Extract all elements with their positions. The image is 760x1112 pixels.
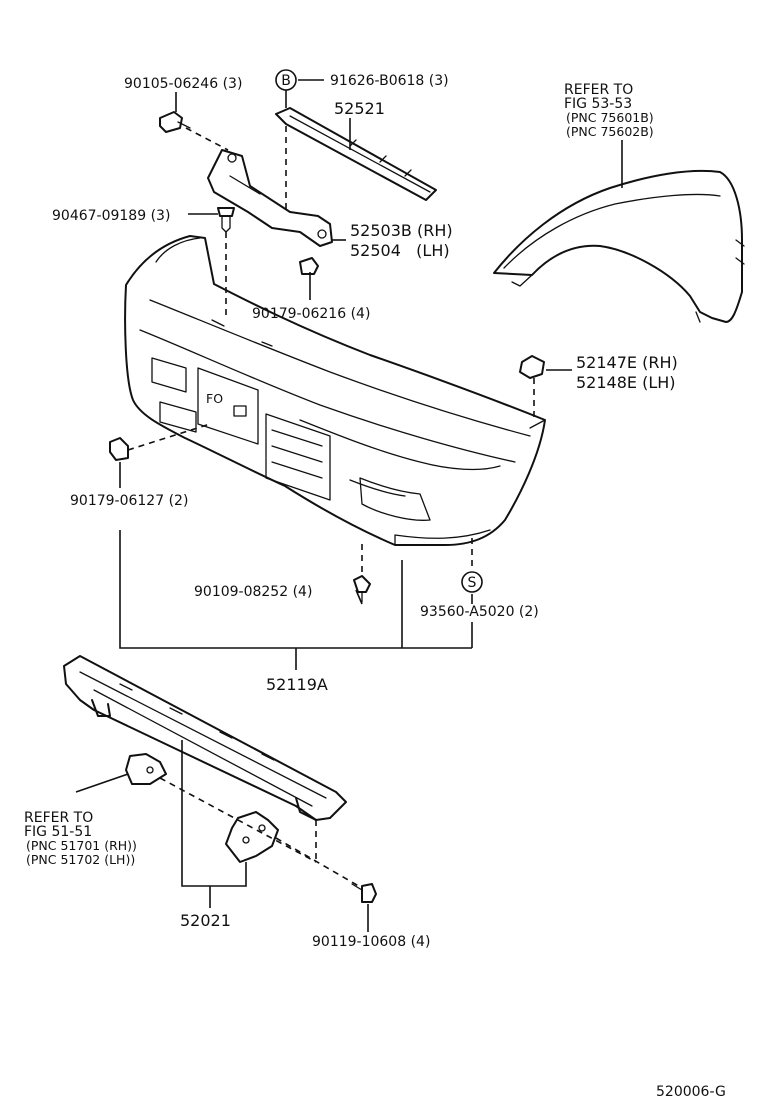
retainer-52147e-icon <box>519 355 545 379</box>
fender-illustration <box>493 169 745 323</box>
fender-reference-note: REFER TO FIG 53-53 (PNC 75601B) (PNC 756… <box>564 82 654 139</box>
nut-90179-06127-icon <box>109 437 129 461</box>
upper-bar-illustration <box>275 107 437 201</box>
fender-ref-line-1: REFER TO <box>564 82 633 98</box>
marker-s-label: S <box>468 575 477 591</box>
stay-ref-line-3: (PNC 51701 (RH)) <box>26 838 137 853</box>
label-retainer-lh: 52148E (LH) <box>576 373 676 392</box>
dashed-assembly-lines <box>127 126 535 889</box>
bolt-90105-icon <box>159 111 191 133</box>
fender-ref-line-4: (PNC 75602B) <box>566 124 654 139</box>
fender-ref-line-2: FIG 53-53 <box>564 96 632 112</box>
label-clip-left: 90467-09189 (3) <box>52 208 170 224</box>
label-bolt-top: 90105-06246 (3) <box>124 76 242 92</box>
drawing-id: 520006-G <box>656 1084 726 1100</box>
label-bumper: 52119A <box>266 675 328 694</box>
fender-ref-line-3: (PNC 75601B) <box>566 110 654 125</box>
marker-b-label: B <box>281 73 291 89</box>
label-retainer-rh: 52147E (RH) <box>576 353 678 372</box>
label-nut-left: 90179-06127 (2) <box>70 493 188 509</box>
label-screw-s: 93560-A5020 (2) <box>420 604 539 620</box>
label-nut-mid: 90179-06216 (4) <box>252 306 370 322</box>
label-bolt-b: 91626-B0618 (3) <box>330 73 449 89</box>
bumper-cover-illustration: FO <box>124 235 546 546</box>
clip-90467-icon <box>217 207 235 233</box>
bolt-90119-icon <box>351 883 377 903</box>
marker-s-circle <box>461 571 483 593</box>
stay-bracket-left-illustration <box>125 753 167 785</box>
label-bolt-lower: 90119-10608 (4) <box>312 934 430 950</box>
label-bracket-rh: 52503B (RH) <box>350 221 453 240</box>
stay-reference-note: REFER TO FIG 51-51 (PNC 51701 (RH)) (PNC… <box>24 810 137 867</box>
leader-lines <box>75 79 572 932</box>
label-screw-lower: 90109-08252 (4) <box>194 584 312 600</box>
label-upper-bar: 52521 <box>334 99 385 118</box>
plate-mark: FO <box>206 391 223 406</box>
stay-ref-line-2: FIG 51-51 <box>24 824 92 840</box>
label-reinforcement: 52021 <box>180 911 231 930</box>
nut-90179-06216-icon <box>299 257 319 275</box>
stay-ref-line-1: REFER TO <box>24 810 93 826</box>
screw-90109-icon <box>353 575 371 603</box>
stay-bracket-right-illustration <box>225 811 279 863</box>
bracket-illustration <box>207 149 333 247</box>
label-bracket-lh: 52504 (LH) <box>350 241 450 260</box>
stay-ref-line-4: (PNC 51702 (LH)) <box>26 852 135 867</box>
marker-b-circle <box>275 69 297 91</box>
